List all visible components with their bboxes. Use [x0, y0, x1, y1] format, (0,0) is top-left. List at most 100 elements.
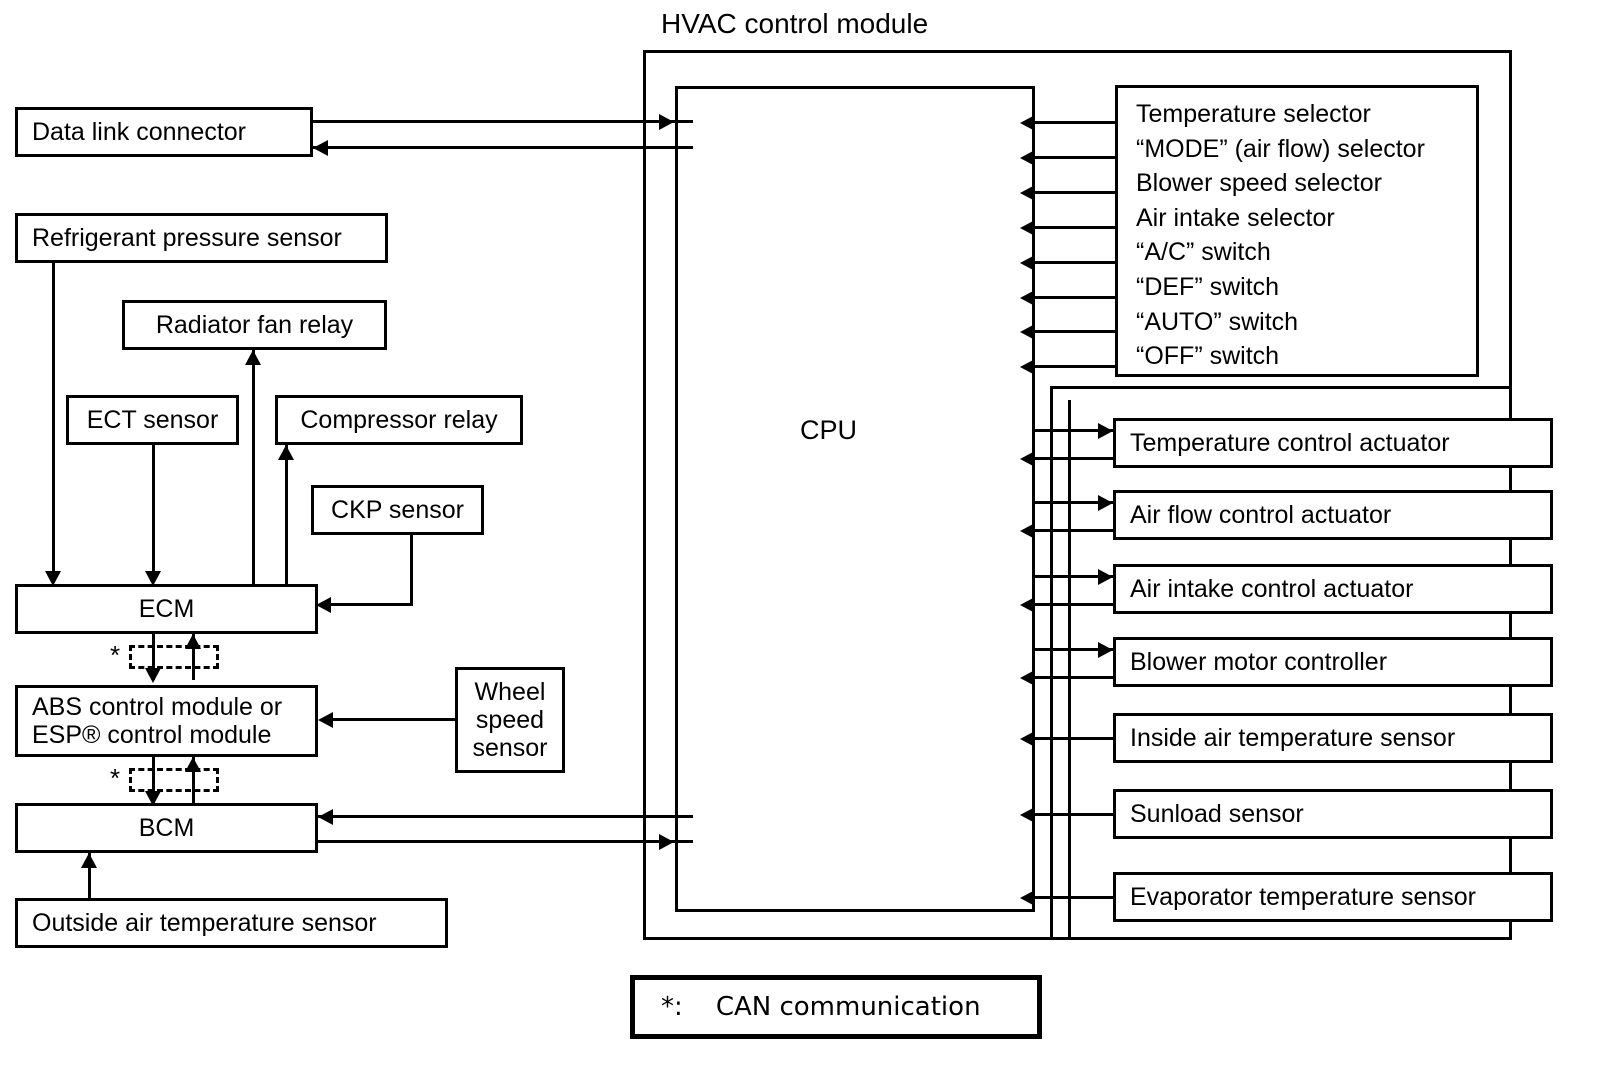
- box-ect-sensor: ECT sensor: [66, 395, 239, 445]
- output-label: Sunload sensor: [1130, 800, 1304, 828]
- ecm-to-compressor-arrow: [278, 445, 294, 460]
- out7-arrow-in: [1020, 890, 1035, 906]
- out5-line-in: [1035, 737, 1113, 740]
- abs-esp-control-module-label: ABS control module or ESP® control modul…: [32, 693, 283, 749]
- ckp-to-ecm-vline: [410, 535, 413, 606]
- selector-line-1: [1035, 121, 1115, 124]
- out3-line-in: [1035, 603, 1113, 606]
- box-wheel-speed-sensor: Wheel speed sensor: [455, 667, 565, 773]
- abs-to-ecm-line: [192, 634, 195, 680]
- selector-arrow-7: [1020, 324, 1035, 340]
- out4-line-in: [1035, 676, 1113, 679]
- box-refrigerant-pressure-sensor: Refrigerant pressure sensor: [15, 213, 388, 263]
- out2-arrow-in: [1020, 523, 1035, 539]
- can-marker-ecm-abs: [129, 645, 219, 669]
- selector-list: Temperature selector “MODE” (air flow) s…: [1136, 97, 1425, 374]
- can-asterisk-2: *: [110, 763, 121, 793]
- selector-item-air-intake: Air intake selector: [1136, 203, 1335, 232]
- radiator-fan-relay-label: Radiator fan relay: [155, 311, 354, 339]
- output-bus-left: [1050, 386, 1053, 940]
- selector-arrow-6: [1020, 290, 1035, 306]
- selector-item-auto-switch: “AUTO” switch: [1136, 307, 1299, 336]
- selector-line-3: [1035, 191, 1115, 194]
- output-box-air-flow-control-actuator: Air flow control actuator: [1113, 490, 1553, 540]
- bcm-to-cpu-line: [318, 840, 693, 843]
- data-link-connector-label: Data link connector: [32, 118, 247, 146]
- selector-arrow-3: [1020, 185, 1035, 201]
- ckp-to-ecm-hline: [330, 603, 413, 606]
- output-label: Blower motor controller: [1130, 648, 1388, 676]
- ckp-sensor-label: CKP sensor: [331, 496, 464, 524]
- compressor-relay-label: Compressor relay: [300, 406, 498, 434]
- out1-line-out: [1035, 429, 1113, 432]
- box-radiator-fan-relay: Radiator fan relay: [122, 300, 387, 350]
- ecm-to-radiator-fan-line: [252, 350, 255, 584]
- can-marker-abs-bcm: [129, 768, 219, 792]
- output-label: Temperature control actuator: [1130, 429, 1450, 457]
- out3-arrow-in: [1020, 597, 1035, 613]
- box-abs-esp-control-module: ABS control module or ESP® control modul…: [15, 685, 318, 757]
- refrigerant-pressure-sensor-label: Refrigerant pressure sensor: [32, 224, 342, 252]
- legend-text: *: CAN communication: [661, 992, 981, 1022]
- out7-line-in: [1035, 896, 1113, 899]
- bcm-to-abs-arrow: [185, 757, 201, 772]
- output-box-sunload-sensor: Sunload sensor: [1113, 789, 1553, 839]
- selector-item-ac-switch: “A/C” switch: [1136, 238, 1271, 267]
- ect-to-ecm-arrow: [145, 571, 161, 586]
- dlc-to-cpu-arrow: [659, 114, 674, 130]
- selector-arrow-8: [1020, 359, 1035, 375]
- cpu-to-bcm-arrow: [318, 809, 333, 825]
- output-bus-vertical: [1068, 400, 1071, 940]
- output-box-temperature-control-actuator: Temperature control actuator: [1113, 418, 1553, 468]
- bcm-label: BCM: [138, 814, 195, 842]
- box-data-link-connector: Data link connector: [15, 107, 313, 157]
- cpu-to-dlc-arrow: [313, 140, 328, 156]
- cpu-label: CPU: [800, 415, 858, 445]
- box-bcm: BCM: [15, 803, 318, 853]
- ecm-to-abs-arrow: [145, 668, 161, 683]
- out2-line-in: [1035, 529, 1113, 532]
- ect-sensor-label: ECT sensor: [86, 406, 219, 434]
- output-box-inside-air-temperature-sensor: Inside air temperature sensor: [1113, 713, 1553, 763]
- abs-to-bcm-line: [152, 757, 155, 803]
- can-asterisk-1: *: [110, 640, 121, 670]
- output-label: Air intake control actuator: [1130, 575, 1414, 603]
- cpu-to-dlc-line: [313, 146, 693, 149]
- out2-arrow-out: [1098, 495, 1113, 511]
- selector-line-4: [1035, 226, 1115, 229]
- outside-air-to-bcm-arrow: [81, 853, 97, 868]
- wheel-speed-to-abs-line: [332, 718, 456, 721]
- abs-to-ecm-arrow: [185, 634, 201, 649]
- selector-line-7: [1035, 330, 1115, 333]
- selector-group-frame: [1115, 85, 1479, 377]
- box-ecm: ECM: [15, 584, 318, 634]
- ecm-to-compressor-line: [285, 445, 288, 584]
- selector-item-def-switch: “DEF” switch: [1136, 272, 1280, 301]
- out4-arrow-in: [1020, 670, 1035, 686]
- out3-arrow-out: [1098, 569, 1113, 585]
- out1-arrow-in: [1020, 451, 1035, 467]
- selector-line-6: [1035, 296, 1115, 299]
- output-label: Evaporator temperature sensor: [1130, 883, 1477, 911]
- ecm-label: ECM: [138, 595, 195, 623]
- ect-to-ecm-line: [152, 445, 155, 581]
- output-label: Inside air temperature sensor: [1130, 724, 1456, 752]
- output-box-blower-motor-controller: Blower motor controller: [1113, 637, 1553, 687]
- ecm-to-radiator-fan-arrow: [245, 350, 261, 365]
- selector-item-temperature: Temperature selector: [1136, 100, 1371, 128]
- selector-item-off-switch: “OFF” switch: [1136, 342, 1280, 371]
- box-compressor-relay: Compressor relay: [275, 395, 523, 445]
- selector-arrow-4: [1020, 220, 1035, 236]
- refrigerant-to-ecm-arrow: [45, 571, 61, 586]
- selector-item-mode: “MODE” (air flow) selector: [1136, 134, 1425, 163]
- selector-item-blower-speed: Blower speed selector: [1136, 169, 1382, 198]
- output-label: Air flow control actuator: [1130, 501, 1392, 529]
- selector-arrow-1: [1020, 115, 1035, 131]
- selector-line-2: [1035, 156, 1115, 159]
- out4-line-out: [1035, 648, 1113, 651]
- out2-line-out: [1035, 501, 1113, 504]
- out3-line-out: [1035, 575, 1113, 578]
- cpu-to-bcm-line: [318, 815, 693, 818]
- wheel-speed-to-abs-arrow: [318, 712, 333, 728]
- bcm-to-abs-line: [192, 757, 195, 803]
